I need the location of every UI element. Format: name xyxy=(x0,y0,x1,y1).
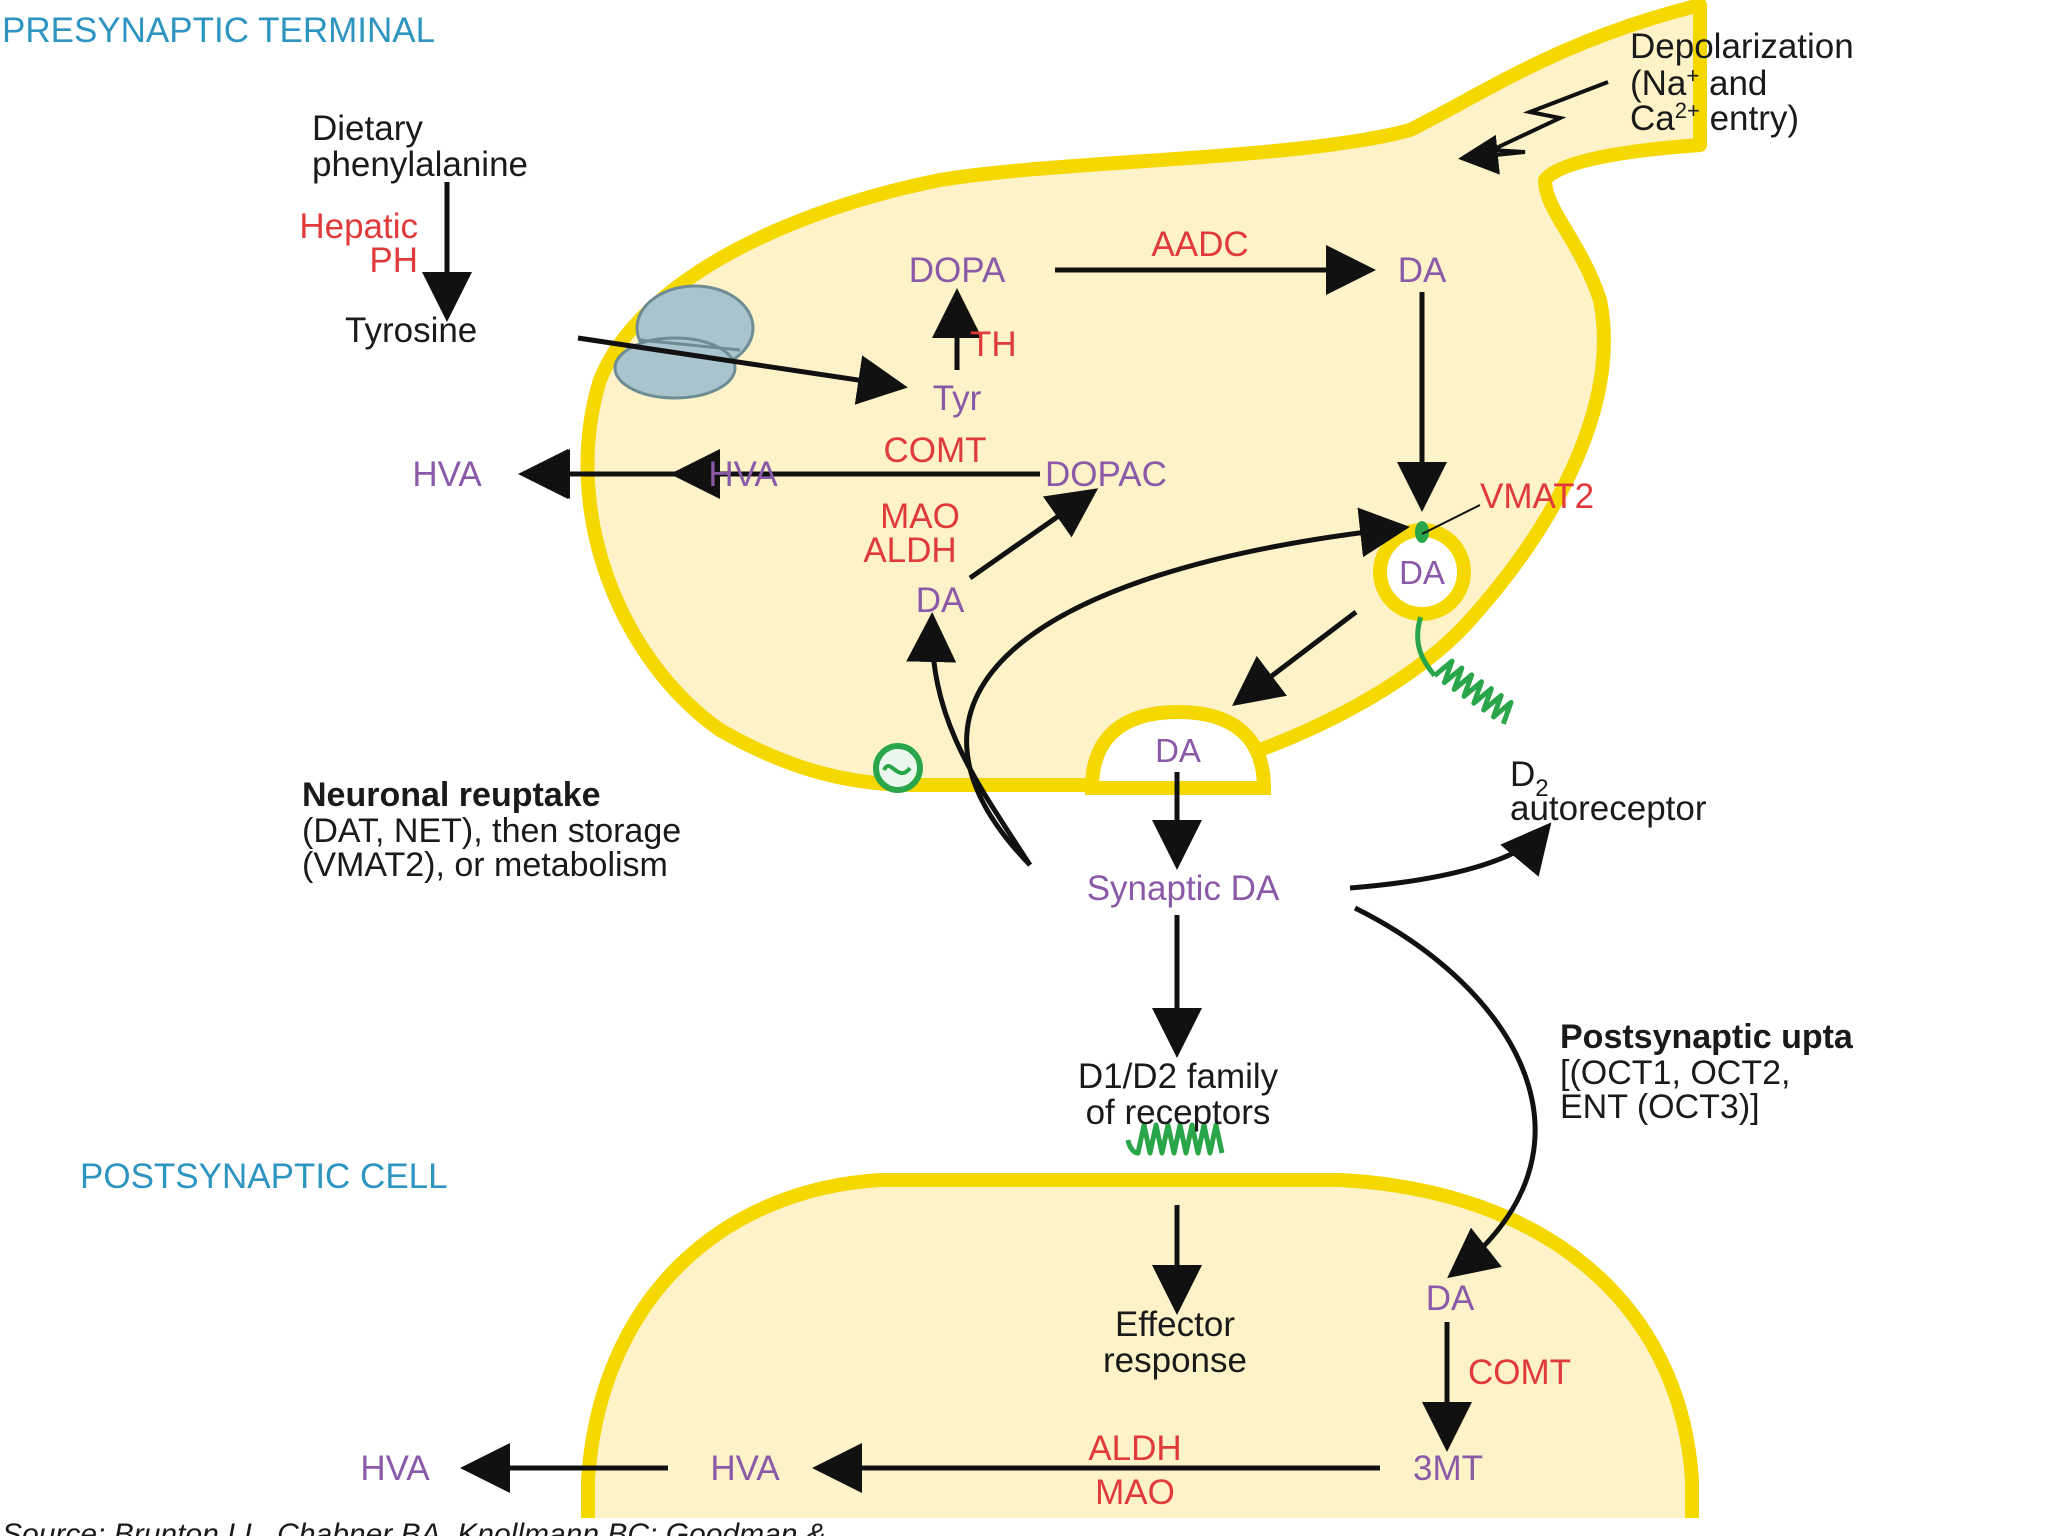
hepatic-label-line2: PH xyxy=(369,241,418,280)
dopac-label: DOPAC xyxy=(1045,455,1167,494)
svg-text:Postsynaptic upta: Postsynaptic upta xyxy=(1560,1018,1854,1056)
effector-line1: Effector xyxy=(1115,1305,1235,1344)
hva-intracellular-label: HVA xyxy=(708,455,778,494)
da-synthesized-label: DA xyxy=(1398,251,1447,290)
aldh-post-label: ALDH xyxy=(1088,1429,1181,1468)
tyrosine-channel xyxy=(613,284,755,400)
hva-extracellular-label: HVA xyxy=(412,455,482,494)
post-hva-extracellular-label: HVA xyxy=(360,1449,430,1488)
svg-text:(VMAT2), or metabolism: (VMAT2), or metabolism xyxy=(302,846,668,884)
vmat2-label: VMAT2 xyxy=(1480,477,1594,516)
da-vesicle-label: DA xyxy=(1399,554,1445,591)
mao-post-label: MAO xyxy=(1095,1473,1175,1512)
tyr-label: Tyr xyxy=(933,379,982,418)
depolarization-bolt xyxy=(1458,80,1609,175)
dopa-label: DOPA xyxy=(909,251,1006,290)
post-da-label: DA xyxy=(1426,1279,1475,1318)
presynaptic-terminal xyxy=(580,0,1707,792)
svg-text:(Na+ and: (Na+ and xyxy=(1630,63,1767,103)
svg-text:Depolarization: Depolarization xyxy=(1630,27,1854,66)
svg-text:autoreceptor: autoreceptor xyxy=(1510,789,1707,828)
synaptic-da-label: Synaptic DA xyxy=(1087,869,1280,908)
postsynaptic-uptake-label: Postsynaptic upta [(OCT1, OCT2, ENT (OCT… xyxy=(1560,1018,1854,1126)
svg-text:(DAT, NET), then storage: (DAT, NET), then storage xyxy=(302,812,681,850)
effector-line2: response xyxy=(1103,1341,1247,1380)
presynaptic-terminal-label: PRESYNAPTIC TERMINAL xyxy=(2,11,435,50)
aadc-label: AADC xyxy=(1151,225,1248,264)
dat-transporter xyxy=(873,743,923,793)
svg-text:[(OCT1, OCT2,: [(OCT1, OCT2, xyxy=(1560,1054,1790,1092)
post-3mt-label: 3MT xyxy=(1413,1449,1483,1488)
d2-autoreceptor-label: D2 autoreceptor xyxy=(1510,755,1707,828)
tyrosine-label: Tyrosine xyxy=(345,311,477,350)
hepatic-label-line1: Hepatic xyxy=(299,207,418,246)
post-hva-intracellular-label: HVA xyxy=(710,1449,780,1488)
th-label: TH xyxy=(970,325,1017,364)
mao-pre-label: MAO xyxy=(880,497,960,536)
exocytosis-pocket xyxy=(1084,704,1272,795)
vmat2-transporter xyxy=(1415,521,1429,543)
dietary-label-line1: Dietary xyxy=(312,109,423,148)
neuronal-reuptake-label: Neuronal reuptake (DAT, NET), then stora… xyxy=(302,776,681,884)
svg-text:D2: D2 xyxy=(1510,755,1549,802)
svg-text:ENT (OCT3)]: ENT (OCT3)] xyxy=(1560,1088,1760,1126)
comt-pre-label: COMT xyxy=(883,431,986,470)
depolarization-label: Depolarization (Na+ and Ca2+ entry) xyxy=(1630,27,1854,138)
postsynaptic-cell-label: POSTSYNAPTIC CELL xyxy=(80,1157,448,1196)
pathway-arrows xyxy=(422,182,1552,1493)
receptor-family-line2: of receptors xyxy=(1086,1093,1271,1132)
comt-post-label: COMT xyxy=(1468,1353,1571,1392)
postsynaptic-cell xyxy=(581,1173,1699,1536)
d2-autoreceptor xyxy=(1415,616,1514,725)
aldh-pre-label: ALDH xyxy=(863,531,956,570)
source-citation: Source: Brunton LL, Chabner BA, Knollman… xyxy=(2,1518,826,1536)
svg-text:Neuronal reuptake: Neuronal reuptake xyxy=(302,776,601,814)
d1-d2-receptor xyxy=(1125,1122,1225,1156)
dietary-label-line2: phenylalanine xyxy=(312,145,528,184)
da-release-label: DA xyxy=(1155,732,1201,769)
receptor-family-line1: D1/D2 family xyxy=(1078,1057,1279,1096)
da-cytoplasmic-label: DA xyxy=(916,581,965,620)
svg-text:Ca2+ entry): Ca2+ entry) xyxy=(1630,98,1799,138)
